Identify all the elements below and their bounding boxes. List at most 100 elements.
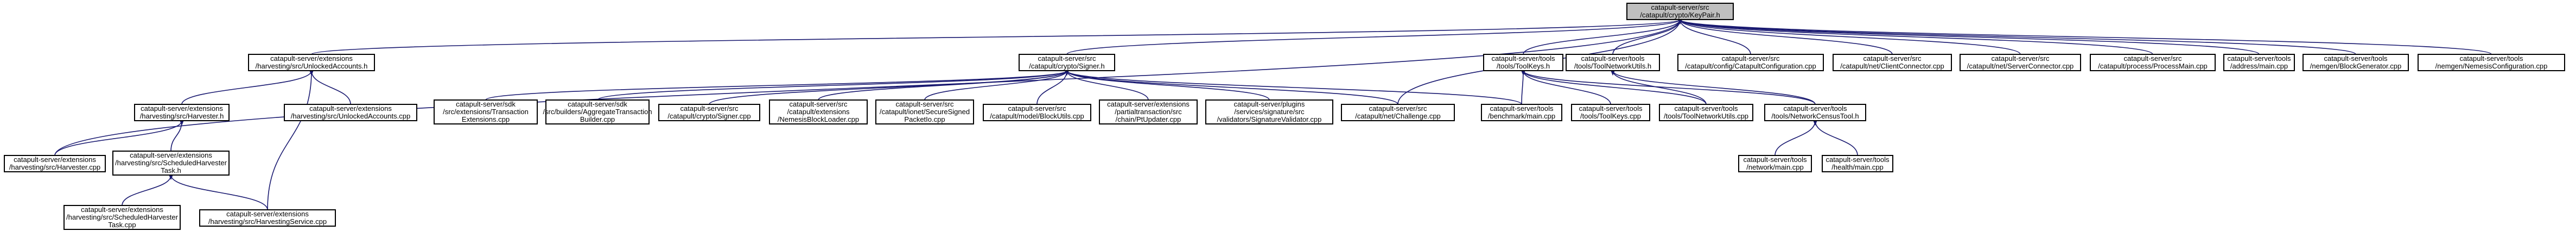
file-node-box [1764,104,1866,121]
dependency-edge [309,70,351,105]
file-node[interactable]: catapult-server/src/catapult/crypto/Sign… [1019,54,1115,71]
file-node[interactable]: catapult-server/tools/tools/ToolKeys.h [1483,54,1563,71]
file-node-label: catapult-server/tools [1491,54,1555,63]
file-node-label: catapult-server/src [790,100,848,108]
file-node[interactable]: catapult-server/sdk/src/builders/Aggrega… [543,99,652,124]
file-node[interactable]: catapult-server/src/catapult/process/Pro… [2090,54,2216,71]
dependency-edge [1677,18,2153,55]
file-node[interactable]: catapult-server/tools/tools/ToolNetworkU… [1566,54,1660,71]
file-node[interactable]: catapult-server/src/catapult/extensions/… [769,99,868,124]
file-node[interactable]: catapult-server/src/catapult/net/ServerC… [1960,54,2081,71]
file-node[interactable]: catapult-server/extensions/harvesting/sr… [199,209,336,227]
file-node-label: /partialtransaction/src [1115,108,1182,116]
file-node-label: catapult-server/extensions [226,210,309,218]
file-node[interactable]: catapult-server/tools/benchmark/main.cpp [1481,104,1562,121]
file-node-box [248,54,375,71]
file-node-box [1481,104,1562,121]
file-node-box [2223,54,2295,71]
file-node-box [1626,3,1734,20]
file-node-box [1571,104,1650,121]
file-node-box [875,99,974,124]
file-node-label: /catapult/net/ClientConnector.cpp [1840,62,1944,70]
file-node-label: catapult-server/src [1369,104,1427,113]
file-node-box [769,99,868,124]
file-node-label: /harvesting/src/ScheduledHarvester [115,159,227,167]
file-node-label: catapult-server/extensions [14,155,96,164]
file-node-box [545,99,650,124]
file-node-label: /tools/NetworkCensusTool.h [1771,112,1859,120]
file-node-box [2418,54,2565,71]
file-node-label: PacketIo.cpp [904,115,945,123]
dependency-edge [122,174,174,206]
file-node-label: catapult-server/src [1008,104,1066,113]
file-node-label: /nemgen/BlockGenerator.cpp [2310,62,2401,70]
file-node-label: /address/main.cpp [2230,62,2288,70]
file-node[interactable]: catapult-server/src/catapult/ionet/Secur… [875,99,974,124]
file-node-box [1483,54,1563,71]
file-node-label: /catapult/crypto/Signer.cpp [667,112,750,120]
file-node-label: /health/main.cpp [1831,163,1883,171]
file-node-label: Task.cpp [108,221,136,229]
dependency-edge [1774,120,1818,156]
file-node[interactable]: catapult-server/sdk/src/extensions/Trans… [434,99,538,124]
file-node-label: catapult-server/extensions [309,104,392,113]
file-node-label: Task.h [161,166,181,174]
dependency-edge [1610,70,1816,105]
file-node[interactable]: catapult-server/tools/tools/ToolKeys.cpp [1571,104,1650,121]
dependency-edge [267,70,314,210]
file-node-label: /validators/SignatureValidator.cpp [1217,115,1322,123]
file-node-label: /chain/PtUpdater.cpp [1116,115,1181,123]
file-node[interactable]: catapult-server/extensions/harvesting/sr… [63,205,181,230]
file-node-box [284,104,417,121]
file-node-box [1960,54,2081,71]
file-node-label: catapult-server/tools [1674,104,1738,113]
file-node-box [1341,104,1455,121]
dependency-edge [1612,18,1683,55]
file-node-label: catapult-server/src [2124,54,2182,63]
file-node[interactable]: catapult-server/tools/network/main.cpp [1738,155,1812,172]
dependency-edge [597,70,1070,101]
file-node-label: catapult-server/tools [2459,54,2523,63]
file-node-box [1659,104,1753,121]
dependency-edge [1523,18,1683,55]
file-node[interactable]: catapult-server/tools/nemgen/BlockGenera… [2303,54,2409,71]
dependency-edge [54,120,185,156]
file-node-label: /harvesting/src/ScheduledHarvester [66,213,179,221]
dependency-edge [1064,70,1270,101]
file-node[interactable]: catapult-server/extensions/harvesting/sr… [134,104,230,121]
file-node-box [1738,155,1812,172]
file-node[interactable]: catapult-server/extensions/harvesting/sr… [4,155,106,172]
file-node[interactable]: catapult-server/src/catapult/config/Cata… [1677,54,1824,71]
file-node[interactable]: catapult-server/tools/health/main.cpp [1822,155,1893,172]
file-node-label: /src/builders/AggregateTransaction [543,108,652,116]
file-node[interactable]: catapult-server/tools/nemgen/NemesisConf… [2418,54,2565,71]
dependency-edge [1521,70,1526,105]
file-node[interactable]: catapult-server/extensions/harvesting/sr… [284,104,417,121]
file-node[interactable]: catapult-server/tools/tools/NetworkCensu… [1764,104,1866,121]
file-node-box [983,104,1091,121]
file-node[interactable]: catapult-server/tools/address/main.cpp [2223,54,2295,71]
root-file-node: catapult-server/src/catapult/crypto/KeyP… [1626,3,1734,20]
dependency-edge [818,70,1070,101]
file-node[interactable]: catapult-server/src/catapult/model/Block… [983,104,1091,121]
file-node[interactable]: catapult-server/src/catapult/net/Challen… [1341,104,1455,121]
file-node[interactable]: catapult-server/plugins/services/signatu… [1205,99,1333,124]
file-node-label: /network/main.cpp [1746,163,1804,171]
file-node[interactable]: catapult-server/tools/tools/ToolNetworkU… [1659,104,1753,121]
file-node-box [434,99,538,124]
file-node-box [2090,54,2216,71]
file-node[interactable]: catapult-server/extensions/harvesting/sr… [248,54,375,71]
file-node[interactable]: catapult-server/extensions/partialtransa… [1099,99,1198,124]
dependency-edge [1610,70,1707,105]
file-node-label: catapult-server/tools [2324,54,2388,63]
file-node-label: catapult-server/extensions [270,54,353,63]
file-node-box [1566,54,1660,71]
file-node-label: /harvesting/src/UnlockedAccounts.cpp [291,112,410,120]
file-node[interactable]: catapult-server/extensions/harvesting/sr… [112,151,230,176]
file-node[interactable]: catapult-server/src/catapult/crypto/Sign… [658,104,760,121]
dependency-edge [1677,18,2260,55]
file-node-label: /catapult/net/Challenge.cpp [1355,112,1441,120]
file-node[interactable]: catapult-server/src/catapult/net/ClientC… [1833,54,1952,71]
file-node-label: catapult-server/extensions [130,151,212,159]
